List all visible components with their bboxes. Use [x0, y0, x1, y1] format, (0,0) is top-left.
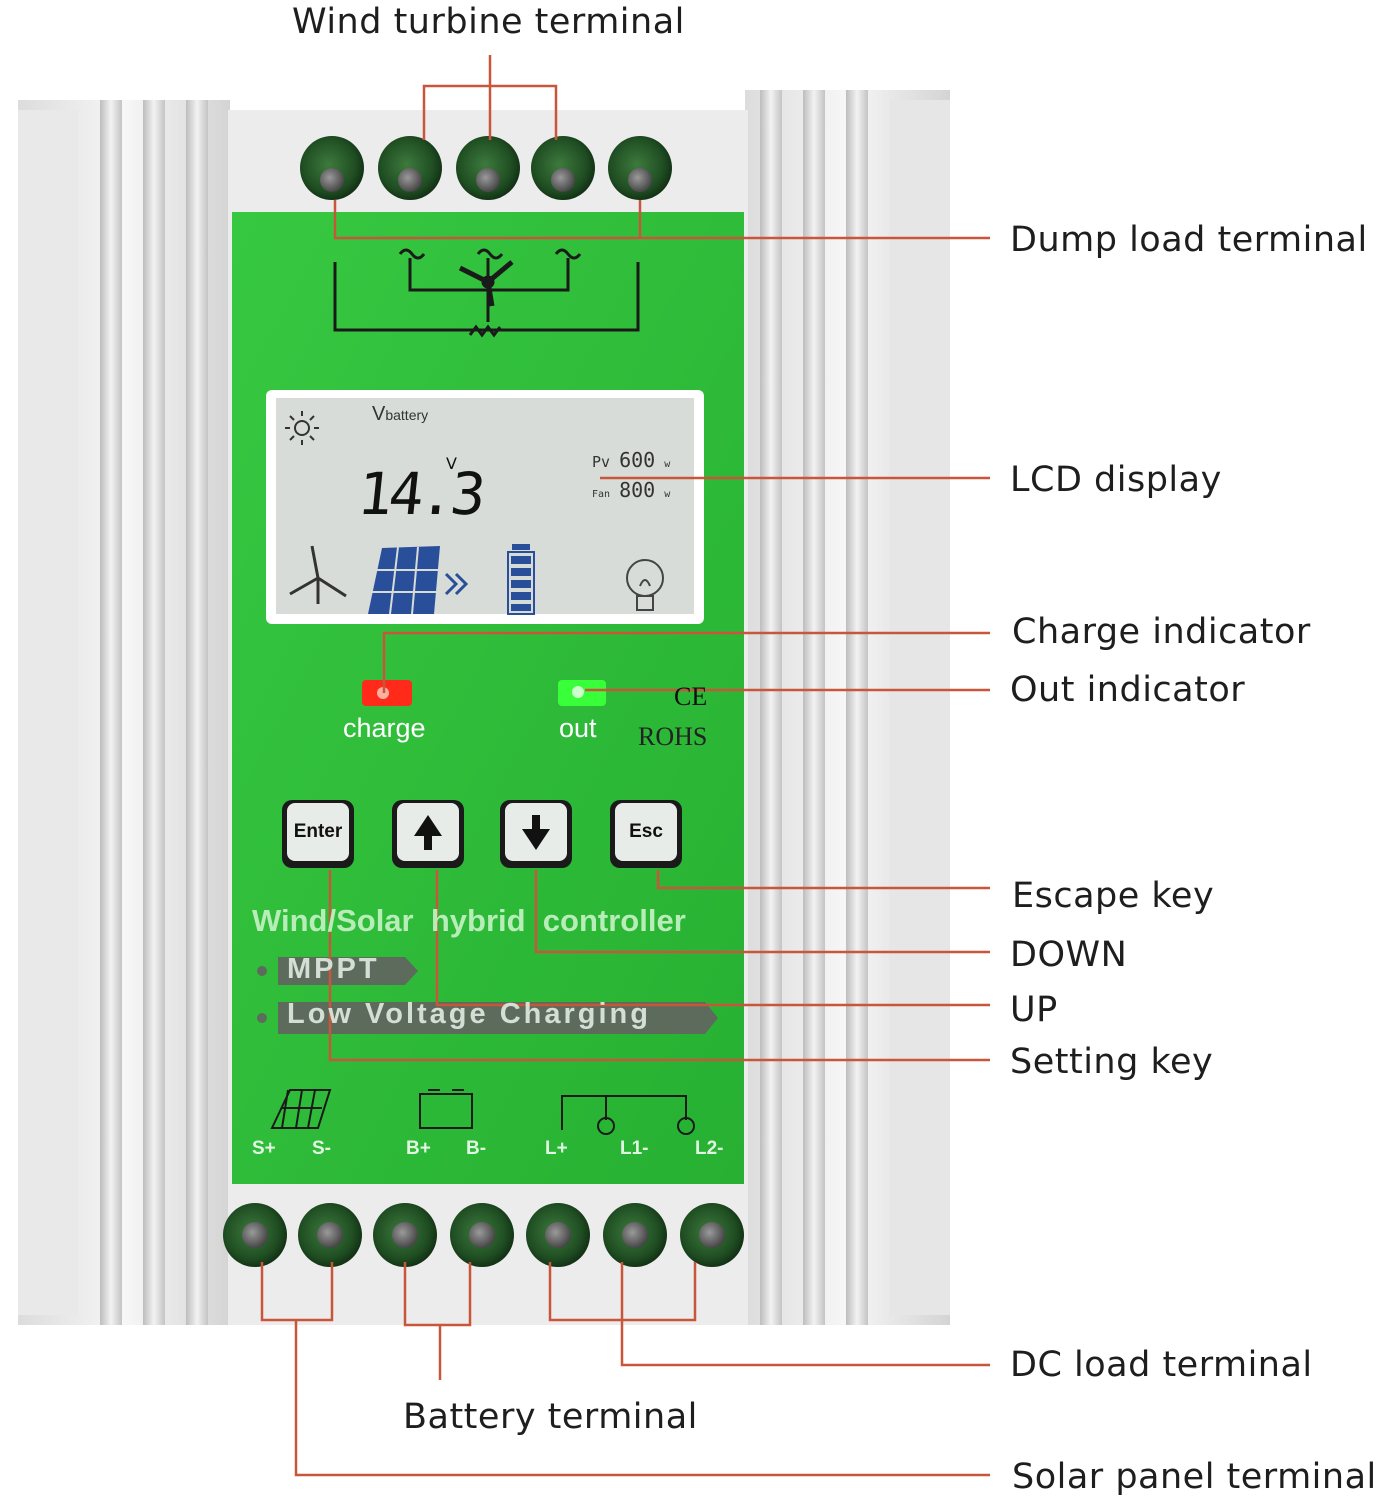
solar-panel-icon	[368, 546, 440, 615]
low-voltage-label: Low Voltage Charging	[287, 998, 651, 1030]
terminal-screw	[300, 136, 364, 200]
callout-wind-turbine-terminal: Wind turbine terminal	[292, 2, 685, 42]
right-heatsink	[745, 90, 950, 1325]
lcd-fan-value: 800	[619, 478, 656, 502]
lcd-fan-label: Fan	[592, 489, 611, 500]
terminal-screw	[373, 1203, 437, 1267]
terminal-screw	[531, 136, 595, 200]
lcd-voltage-reading: 14.3	[354, 460, 486, 528]
terminal-screw	[378, 136, 442, 200]
down-arrow-icon	[522, 815, 550, 850]
lcd-pv-readout: Pv 600 w	[592, 448, 670, 472]
wind-turbine-icon	[289, 545, 347, 604]
callout-up: UP	[1010, 990, 1058, 1030]
esc-button[interactable]: Esc	[629, 821, 663, 842]
callout-escape-key: Escape key	[1012, 876, 1215, 916]
battery-symbol	[419, 1089, 473, 1129]
callout-dump-load-terminal: Dump load terminal	[1010, 220, 1368, 260]
mppt-label: MPPT	[287, 953, 380, 985]
callout-lcd-display: LCD display	[1010, 460, 1222, 500]
terminal-screw	[608, 136, 672, 200]
arrows-icon	[444, 572, 469, 596]
terminal-screw	[603, 1203, 667, 1267]
callout-solar-panel-terminal: Solar panel terminal	[1012, 1457, 1377, 1497]
lcd-v-subscript: battery	[385, 407, 429, 423]
left-heatsink	[18, 100, 230, 1325]
bulb-icon	[626, 559, 664, 611]
terminal-label-b-plus: B+	[406, 1138, 431, 1159]
terminal-label-l1: L1-	[620, 1138, 649, 1159]
callout-battery-terminal: Battery terminal	[403, 1397, 698, 1437]
panel-title: Wind/Solar hybrid controller	[252, 903, 686, 938]
terminal-screw	[450, 1203, 514, 1267]
bottom-terminal-block	[223, 1203, 744, 1267]
esc-button-shape	[610, 800, 682, 868]
terminal-label-l-plus: L+	[545, 1138, 568, 1159]
lcd-fan-readout: Fan 800 w	[592, 478, 670, 502]
up-button[interactable]	[397, 803, 459, 861]
ce-mark: CE	[674, 682, 708, 711]
terminal-screw	[456, 136, 520, 200]
solar-symbol	[270, 1089, 332, 1129]
bottom-symbols	[270, 1089, 695, 1135]
terminal-label-s-minus: S-	[312, 1138, 331, 1159]
out-led	[558, 680, 606, 706]
terminal-screw	[680, 1203, 744, 1267]
out-label: out	[559, 713, 597, 743]
wind-turbine-schematic	[333, 248, 640, 338]
sun-icon	[285, 411, 319, 445]
callout-out-indicator: Out indicator	[1010, 670, 1246, 710]
load-symbol	[561, 1095, 695, 1135]
lcd-pv-label: Pv	[592, 453, 611, 471]
lcd-display	[266, 390, 704, 624]
callout-dc-load-terminal: DC load terminal	[1010, 1345, 1313, 1385]
lcd-pv-value: 600	[619, 448, 656, 472]
charge-label: charge	[343, 713, 426, 743]
callout-setting-key: Setting key	[1010, 1042, 1214, 1082]
battery-icon	[507, 544, 535, 615]
feature-bars	[257, 957, 718, 1034]
enter-button[interactable]: Enter	[293, 821, 343, 842]
charge-led	[362, 680, 412, 706]
terminal-label-b-minus: B-	[466, 1138, 487, 1159]
callout-down: DOWN	[1010, 935, 1128, 975]
lcd-v-label: Vbattery	[372, 403, 428, 426]
terminal-label-l2: L2-	[695, 1138, 724, 1159]
lcd-fan-unit: w	[664, 489, 671, 500]
green-panel	[232, 212, 744, 1184]
terminal-screw	[298, 1203, 362, 1267]
lcd-voltage-unit: V	[446, 454, 457, 473]
terminal-screw	[223, 1203, 287, 1267]
lcd-v-symbol: V	[372, 403, 386, 425]
enter-button-shape	[282, 800, 354, 868]
rohs-mark: ROHS	[638, 722, 708, 751]
leader-lines	[260, 55, 990, 1477]
down-button[interactable]	[505, 803, 567, 861]
lcd-pv-unit: w	[664, 459, 671, 470]
terminal-screw	[526, 1203, 590, 1267]
top-terminal-block	[300, 136, 672, 200]
up-arrow-icon	[414, 815, 442, 850]
callout-charge-indicator: Charge indicator	[1012, 612, 1311, 652]
terminal-label-s-plus: S+	[252, 1138, 276, 1159]
